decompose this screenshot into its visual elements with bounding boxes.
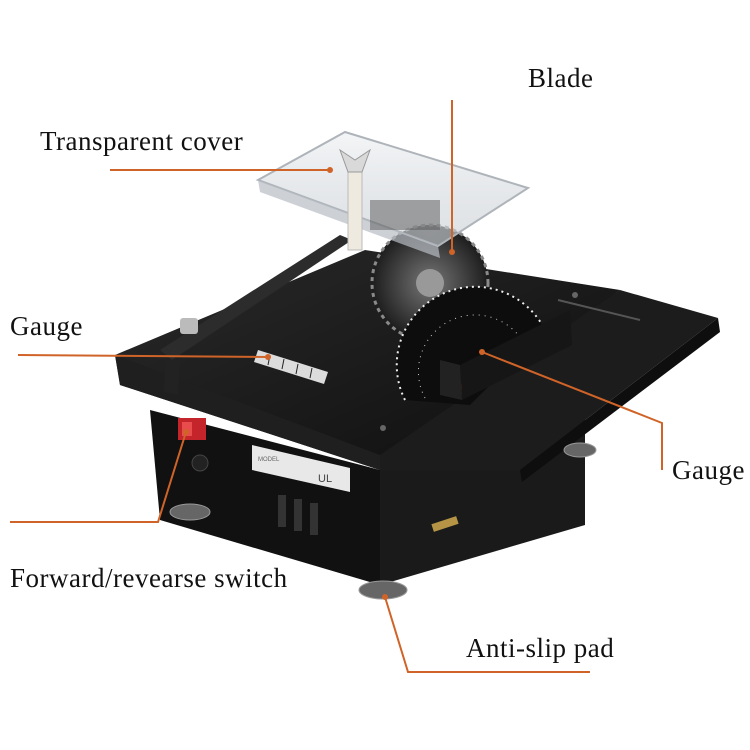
forward-reverse-switch: [178, 418, 206, 440]
gauge-left-label: Gauge: [10, 311, 83, 341]
side-fitting: [431, 516, 459, 532]
transparent-cover: [255, 130, 531, 258]
gauge-left-callout-line: [17, 354, 269, 358]
svg-text:UL: UL: [318, 473, 332, 485]
callout-lines: [10, 100, 663, 673]
anti-slip-pad-label: Anti-slip pad: [466, 633, 615, 663]
gauge-right-label: Gauge: [672, 455, 745, 485]
anti-slip-pads: [169, 442, 597, 600]
miter-fence: [440, 310, 572, 400]
switch-label: Forward/revearse switch: [10, 563, 288, 593]
blade-label: Blade: [528, 63, 594, 93]
switch-callout-line: [10, 431, 187, 523]
left-gauge-scale: [254, 350, 328, 384]
rip-fence: [160, 235, 352, 395]
gauge-right-callout-line: [481, 351, 663, 470]
transparent-cover-label: Transparent cover: [40, 126, 244, 156]
svg-text:MODEL: MODEL: [258, 457, 280, 463]
pad-callout-line: [384, 596, 590, 673]
knob-icon: [191, 454, 209, 472]
